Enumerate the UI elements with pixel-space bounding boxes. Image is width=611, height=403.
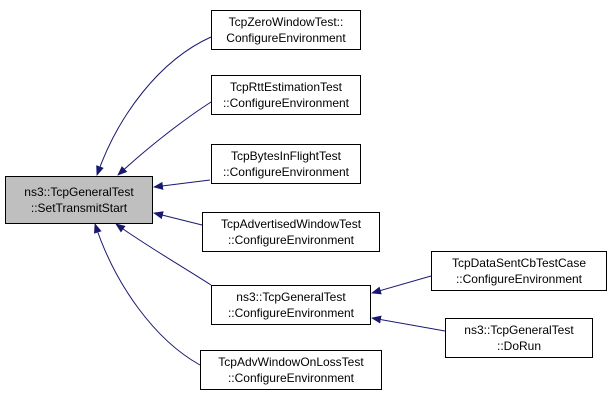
edge-rtt-estimation-to-set-transmit-start [117,101,212,176]
node-data-sent-cb-configure[interactable]: TcpDataSentCbTestCase ::ConfigureEnviron… [431,251,607,291]
node-general-test-configure[interactable]: ns3::TcpGeneralTest ::ConfigureEnvironme… [211,285,371,325]
node-line-1: TcpDataSentCbTestCase [451,256,587,270]
node-rtt-estimation-configure[interactable]: TcpRttEstimationTest ::ConfigureEnvironm… [211,75,361,115]
node-line-2: ConfigureEnvironment [226,31,346,45]
node-adv-window-on-loss-configure[interactable]: TcpAdvWindowOnLossTest ::ConfigureEnviro… [200,350,382,390]
edge-advertised-window-to-set-transmit-start [153,211,203,226]
node-set-transmit-start: ns3::TcpGeneralTest ::SetTransmitStart [5,176,153,224]
node-line-1: ns3::TcpGeneralTest [236,290,346,304]
edge-adv-window-on-loss-to-set-transmit-start [94,223,201,366]
node-line-1: ns3::TcpGeneralTest [24,185,134,199]
node-line-1: TcpAdvWindowOnLossTest [218,355,364,369]
node-line-2: ::ConfigureEnvironment [455,272,583,286]
node-line-2: ::ConfigureEnvironment [227,371,355,385]
node-line-2: ::ConfigureEnvironment [222,165,350,179]
node-line-2: ::SetTransmitStart [30,201,128,215]
node-bytes-in-flight-configure[interactable]: TcpBytesInFlightTest ::ConfigureEnvironm… [211,144,361,184]
node-line-1: ns3::TcpGeneralTest [464,323,574,337]
node-advertised-window-configure[interactable]: TcpAdvertisedWindowTest ::ConfigureEnvir… [202,212,380,252]
node-line-1: TcpAdvertisedWindowTest [220,217,362,231]
node-line-2: ::ConfigureEnvironment [227,233,355,247]
node-line-2: ::ConfigureEnvironment [227,306,355,320]
node-general-test-do-run[interactable]: ns3::TcpGeneralTest ::DoRun [445,318,593,358]
edge-general-test-configure-to-set-transmit-start [115,223,212,286]
edge-data-sent-cb-to-general-test-configure [371,275,432,295]
node-line-2: ::ConfigureEnvironment [222,96,350,110]
edge-bytes-in-flight-to-set-transmit-start [153,179,211,190]
node-line-2: ::DoRun [496,339,542,353]
node-zero-window-configure[interactable]: TcpZeroWindowTest:: ConfigureEnvironment [211,10,361,50]
node-line-1: TcpZeroWindowTest:: [228,15,344,29]
node-line-1: TcpRttEstimationTest [229,80,343,94]
node-line-1: TcpBytesInFlightTest [230,149,342,163]
edge-do-run-to-general-test-configure [371,315,446,332]
edge-zero-window-to-set-transmit-start [96,36,212,176]
